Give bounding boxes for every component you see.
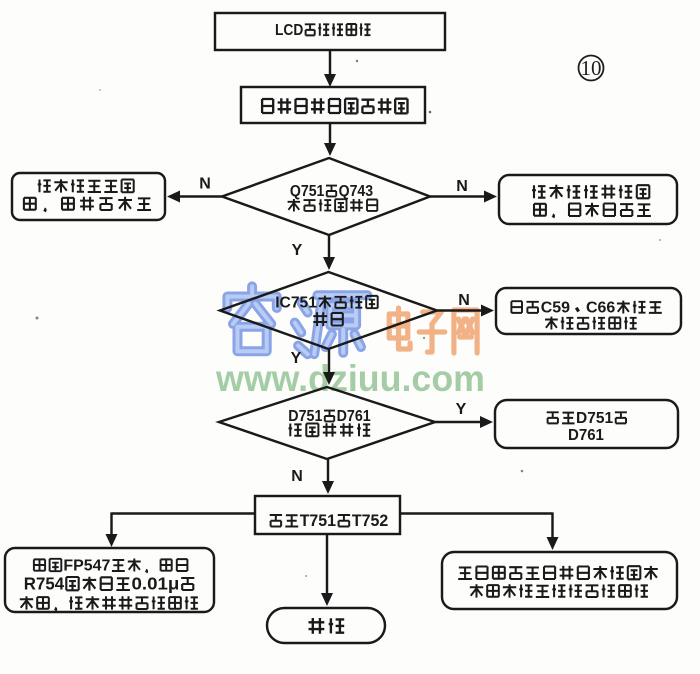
- svg-text:T751: T751: [300, 512, 336, 530]
- svg-text:D751: D751: [576, 410, 613, 427]
- svg-text:T752: T752: [352, 512, 388, 530]
- svg-text:Y: Y: [291, 350, 302, 367]
- svg-text:IC751: IC751: [275, 295, 317, 312]
- svg-text:Q743: Q743: [339, 183, 374, 200]
- svg-text:C66: C66: [586, 300, 615, 317]
- svg-text:D761: D761: [337, 408, 371, 425]
- svg-text:Y: Y: [456, 401, 467, 418]
- svg-text:0.01μ: 0.01μ: [132, 574, 180, 594]
- svg-text:Q751: Q751: [290, 183, 325, 200]
- svg-text:N: N: [456, 178, 468, 195]
- svg-text:R754: R754: [24, 574, 65, 594]
- svg-text:N: N: [291, 468, 303, 485]
- svg-text:10: 10: [581, 56, 602, 80]
- svg-text:D761: D761: [568, 427, 604, 444]
- svg-text:N: N: [199, 176, 211, 193]
- svg-text:Y: Y: [292, 242, 303, 259]
- svg-text:D751: D751: [288, 408, 322, 425]
- svg-text:LCD: LCD: [275, 22, 303, 39]
- svg-text:www.dziuu.com: www.dziuu.com: [215, 358, 485, 399]
- svg-text:N: N: [458, 292, 470, 309]
- svg-text:C59: C59: [541, 300, 570, 317]
- svg-text:FP547: FP547: [63, 557, 110, 575]
